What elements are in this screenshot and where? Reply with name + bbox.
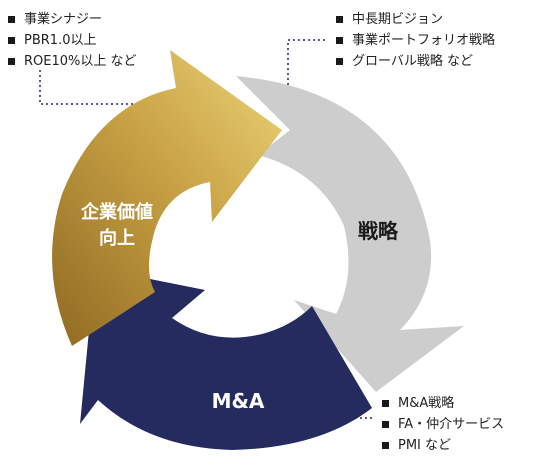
list-item: グローバル戦略 など	[334, 51, 495, 72]
list-item: 事業シナジー	[6, 9, 137, 30]
list-item: ROE10%以上 など	[6, 51, 137, 72]
ma-bullet-list: M&A戦略 FA・仲介サービス PMI など	[380, 393, 504, 456]
strategy-bullet-list: 中長期ビジョン 事業ポートフォリオ戦略 グローバル戦略 など	[334, 9, 495, 72]
connector-top-right	[287, 39, 326, 85]
list-item: PBR1.0以上	[6, 30, 137, 51]
ma-label: M&A	[212, 389, 265, 413]
value-label-line2: 向上	[99, 227, 135, 249]
list-item: PMI など	[380, 435, 504, 456]
list-item: 中長期ビジョン	[334, 9, 495, 30]
value-bullet-list: 事業シナジー PBR1.0以上 ROE10%以上 など	[6, 9, 137, 72]
list-item: 事業ポートフォリオ戦略	[334, 30, 495, 51]
segment-strategy-arrow	[236, 76, 464, 392]
segment-value-arrow	[52, 50, 282, 346]
list-item: M&A戦略	[380, 393, 504, 414]
value-label-line1: 企業価値	[80, 201, 153, 223]
connector-top-left	[39, 70, 160, 105]
segment-ma-arrow	[80, 268, 372, 450]
list-item: FA・仲介サービス	[380, 414, 504, 435]
strategy-label: 戦略	[358, 219, 399, 243]
